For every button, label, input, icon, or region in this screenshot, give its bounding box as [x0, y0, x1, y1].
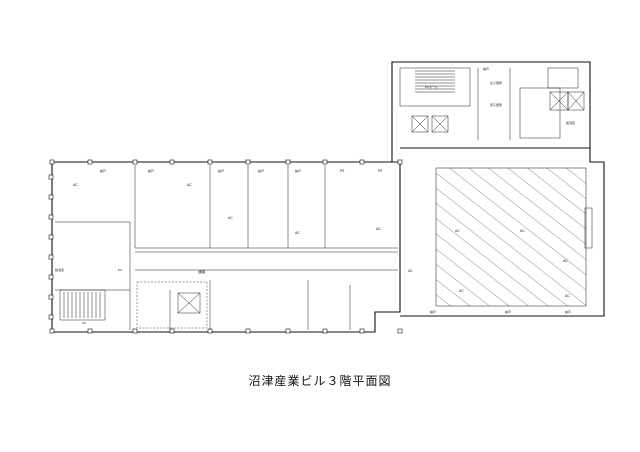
column-top-4 [207, 159, 213, 165]
wc-women-label: 女子便所 [490, 80, 502, 85]
column-bottom-0 [49, 328, 55, 334]
hot-water-label: 給湯室 [55, 267, 64, 272]
column-bottom-6 [285, 328, 291, 334]
plan-title: 沼津産業ビル３階平面図 [248, 374, 392, 388]
ac-label-3: AC [228, 216, 233, 220]
column-bottom-5 [245, 328, 251, 334]
east-block [400, 147, 605, 317]
storage-label-7: 納戸 [505, 309, 511, 314]
column-bottom-2 [132, 328, 138, 334]
storage-label-2: 納戸 [148, 168, 154, 173]
column-bottom-7 [322, 328, 328, 334]
ac-label-7: AC [455, 229, 460, 233]
column-top-3 [169, 159, 175, 165]
elev-hall-label: EVホール [425, 84, 438, 89]
column-top-8 [359, 159, 365, 165]
ac-label-2: AC [187, 183, 192, 187]
storage-label-1: 納戸 [100, 168, 106, 173]
room-labels: AC AC AC AC AC AC AC AC AC AC AC PS PS 納… [55, 66, 575, 325]
column-bottom-3 [169, 328, 175, 334]
column-top-2 [132, 159, 138, 165]
column-west-7 [48, 314, 54, 320]
ac-label-1: AC [73, 183, 78, 187]
column-top-7 [322, 159, 328, 165]
storage-label-8: 納戸 [565, 309, 571, 314]
column-bottom-8 [359, 328, 365, 334]
storage-label-5: 納戸 [295, 168, 301, 173]
column-top-0 [49, 159, 55, 165]
column-west-1 [48, 194, 54, 200]
corridor-label: 通路 [198, 269, 206, 274]
ac-label-8: AC [520, 229, 525, 233]
wc-men-label: 男子便所 [490, 102, 502, 107]
ac-label-4: AC [295, 231, 300, 235]
core-block [391, 61, 591, 162]
storage-label-6: 納戸 [430, 309, 436, 314]
ps-label-1: PS [340, 169, 345, 173]
ac-label-6: AC [408, 269, 413, 273]
storage-label-3: 納戸 [218, 168, 224, 173]
column-west-4 [48, 254, 54, 260]
column-west-0 [48, 174, 54, 180]
column-bottom-9 [397, 328, 403, 334]
column-top-6 [285, 159, 291, 165]
column-west-6 [48, 294, 54, 300]
column-west-3 [48, 234, 54, 240]
storage-label-9: 納戸 [483, 66, 489, 71]
column-top-9 [397, 159, 403, 165]
column-west-2 [48, 214, 54, 220]
ac-label-10: AC [459, 289, 464, 293]
column-west-5 [48, 274, 54, 280]
column-bottom-1 [87, 328, 93, 334]
west-wing [48, 159, 403, 334]
column-top-1 [87, 159, 93, 165]
ac-label-5: AC [376, 227, 381, 231]
ac-label-11: AC [565, 294, 570, 298]
dispenser-label: 給湯室 [566, 120, 575, 125]
ac-label-9: AC [563, 259, 568, 263]
storage-label-4: 納戸 [258, 168, 264, 173]
stair-up-label: UP [82, 321, 86, 325]
ev-label: EV [118, 268, 123, 272]
column-top-5 [245, 159, 251, 165]
ps-label-2: PS [378, 169, 383, 173]
